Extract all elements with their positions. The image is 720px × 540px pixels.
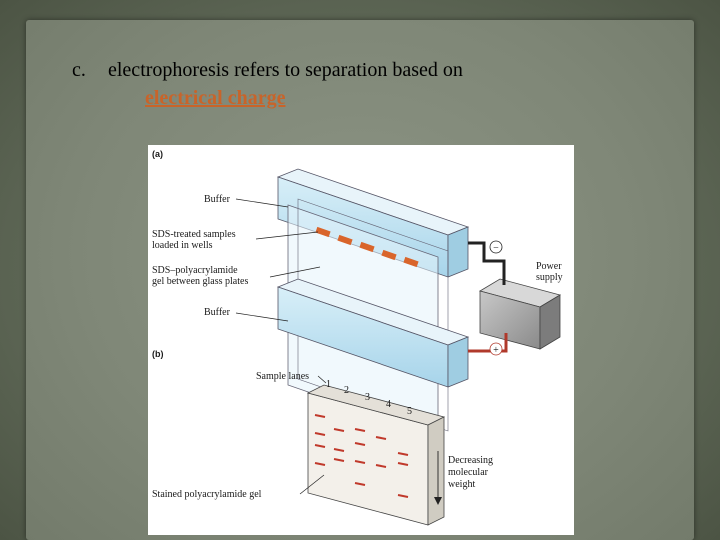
power-supply [478, 278, 562, 350]
label-decreasing-2: molecular [448, 467, 489, 478]
sample-wells [315, 226, 419, 268]
lane-number-5: 5 [407, 406, 412, 417]
label-decreasing-1: Decreasing [448, 455, 493, 466]
gel-bands [314, 414, 409, 498]
figure-svg: (a) (b) [152, 149, 563, 526]
negative-sign: − [493, 243, 499, 254]
positive-terminal: + [489, 342, 503, 356]
positive-sign: + [493, 345, 499, 356]
leader-buffer-top [235, 198, 289, 208]
leader-stained-gel [299, 474, 325, 495]
electrophoresis-figure: (a) (b) [148, 145, 574, 535]
panel-b-label: (b) [152, 349, 164, 359]
lane-number-3: 3 [365, 392, 370, 403]
lane-number-2: 2 [344, 385, 349, 396]
slide-text: c. electrophoresis refers to separation b… [72, 56, 672, 112]
label-buffer-top: Buffer [204, 194, 231, 205]
label-gel-1: SDS–polyacrylamide [152, 265, 238, 276]
leader-buffer-bottom [235, 312, 289, 322]
negative-terminal: − [489, 240, 503, 254]
label-buffer-bottom: Buffer [204, 307, 231, 318]
label-gel-2: gel between glass plates [152, 276, 248, 287]
negative-wire [468, 241, 506, 285]
panel-a-label: (a) [152, 149, 163, 159]
leader-sds-samples [255, 231, 319, 240]
label-sds-samples-2: loaded in wells [152, 240, 213, 251]
lane-number-1: 1 [326, 379, 331, 390]
leader-sample-lanes [317, 375, 327, 384]
decreasing-arrowhead [434, 497, 442, 505]
bullet-text: electrophoresis refers to separation bas… [108, 59, 463, 81]
bullet-marker: c. [72, 59, 86, 81]
label-power-2: supply [536, 272, 563, 283]
label-sds-samples-1: SDS-treated samples [152, 229, 236, 240]
lower-buffer-tank [276, 278, 470, 388]
lane-number-4: 4 [386, 399, 391, 410]
stained-gel [306, 384, 446, 526]
highlight-text: electrical charge [145, 87, 286, 109]
label-stained-gel: Stained polyacrylamide gel [152, 489, 262, 500]
label-sample-lanes: Sample lanes [256, 371, 309, 382]
leader-gel [269, 266, 321, 278]
bullet-line: c. electrophoresis refers to separation b… [72, 56, 672, 84]
label-decreasing-3: weight [448, 479, 475, 490]
label-power-1: Power [536, 261, 562, 272]
